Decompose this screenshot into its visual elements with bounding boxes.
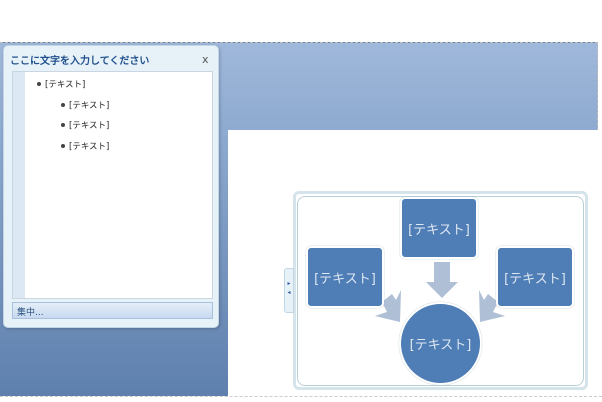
smartart-text-pane: ここに文字を入力してください x [テキスト] [テキスト] [テキスト] [テ… [3,45,219,328]
text-pane-toggle[interactable]: ▸◂ [284,268,294,313]
text-list[interactable]: [テキスト] [テキスト] [テキスト] [テキスト] [12,71,213,299]
bullet-icon [61,103,65,107]
bullet-icon [61,144,65,148]
arrow-right-diagonal [479,290,505,322]
list-item-text: [テキスト] [45,80,86,90]
divider [0,396,602,397]
arrow-left-diagonal [375,290,401,322]
list-item-text: [テキスト] [69,142,110,152]
list-item[interactable]: [テキスト] [61,119,109,131]
list-gutter [13,72,25,298]
bullet-icon [37,82,41,86]
expand-arrow-icon: ▸ [287,280,291,287]
pane-title: ここに文字を入力してください [10,56,150,67]
collapse-arrow-icon: ◂ [287,289,291,296]
bullet-icon [61,123,65,127]
shape-top[interactable]: [テキスト] [400,197,478,259]
shape-right[interactable]: [テキスト] [496,246,574,308]
arrow-down [426,262,458,298]
list-item[interactable]: [テキスト] [37,78,85,90]
list-item[interactable]: [テキスト] [61,99,109,111]
shape-left[interactable]: [テキスト] [306,246,384,308]
list-item-text: [テキスト] [69,101,110,111]
list-item[interactable]: [テキスト] [61,140,109,152]
pane-footer-link[interactable]: 集中... [12,302,213,319]
list-item-text: [テキスト] [69,121,110,131]
smartart-frame[interactable] [293,191,588,390]
shape-center-circle[interactable]: [テキスト] [399,302,482,385]
close-icon[interactable]: x [202,53,209,66]
